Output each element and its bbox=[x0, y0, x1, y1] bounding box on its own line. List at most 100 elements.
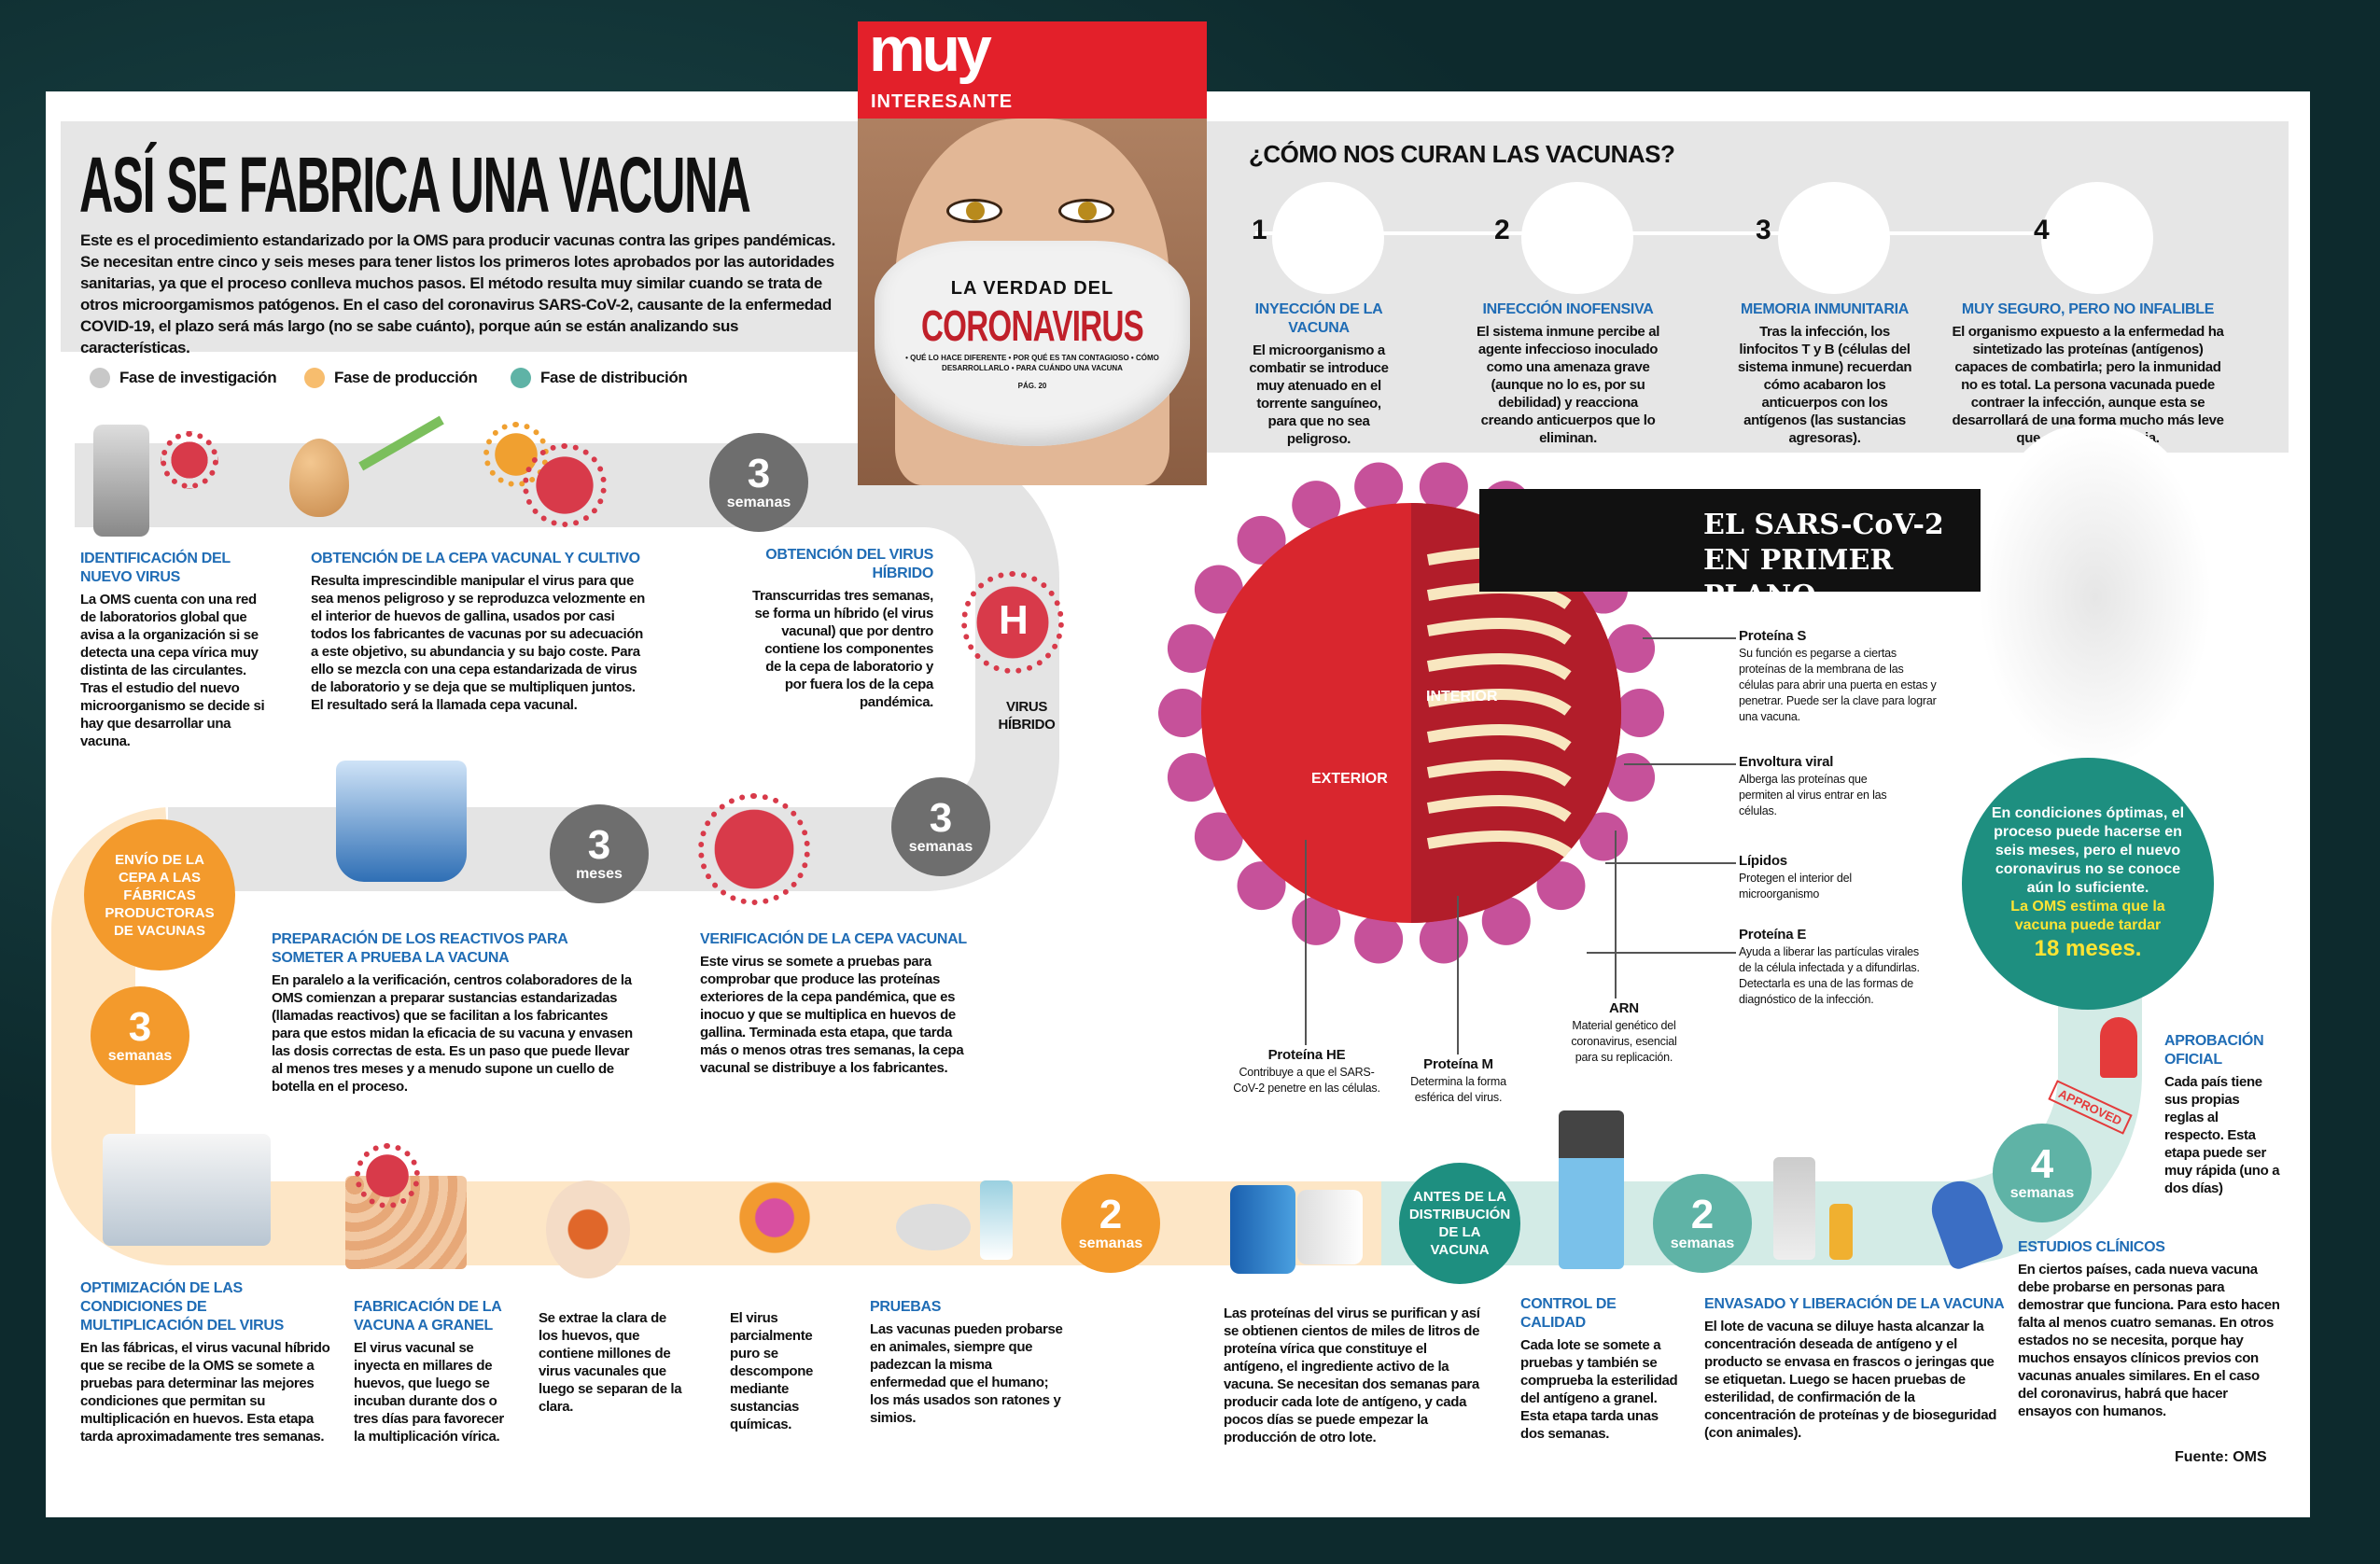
label-title: Envoltura viral bbox=[1739, 754, 1834, 770]
step-text: El lote de vacuna se diluye hasta alcanz… bbox=[1704, 1319, 1997, 1441]
leader-line bbox=[1305, 840, 1307, 1045]
quality-control-icon bbox=[1559, 1110, 1624, 1269]
cover-headline: CORONAVIRUS bbox=[920, 301, 1144, 350]
hybrid-label: VIRUS HÍBRIDO bbox=[989, 698, 1064, 733]
step-title: ENVASADO Y LIBERACIÓN DE LA VACUNA bbox=[1704, 1296, 2005, 1312]
spike-protein bbox=[1167, 753, 1216, 803]
leader-line bbox=[1457, 896, 1459, 1054]
virus-icon bbox=[355, 1143, 420, 1208]
vial-icon bbox=[1829, 1204, 1853, 1260]
face-mask: LA VERDAD DEL CORONAVIRUS • QUÉ LO HACE … bbox=[875, 241, 1190, 446]
mouse-icon bbox=[896, 1204, 971, 1250]
how-heading: ¿CÓMO NOS CURAN LAS VACUNAS? bbox=[1249, 140, 1675, 168]
spike-protein bbox=[1354, 462, 1404, 511]
timeline-callout: En condiciones óptimas, el proceso puede… bbox=[1962, 758, 2214, 1010]
step-title: VERIFICACIÓN DE LA CEPA VACUNAL bbox=[700, 931, 967, 947]
spike-protein bbox=[1194, 565, 1243, 614]
label-proteina-m: Proteína M Determina la forma esférica de… bbox=[1395, 1056, 1521, 1106]
spike-protein bbox=[1167, 623, 1216, 673]
label-title: Proteína M bbox=[1423, 1056, 1493, 1072]
egg-icon bbox=[289, 439, 349, 517]
rna-strand bbox=[1426, 795, 1572, 822]
how-step-number: 3 bbox=[1756, 215, 1771, 245]
brand-logo: muy bbox=[869, 21, 992, 85]
step-title: PREPARACIÓN DE LOS REACTIVOS PARA SOMETE… bbox=[272, 931, 567, 966]
label-text: Alberga las proteínas que permiten al vi… bbox=[1739, 773, 1887, 817]
step-text: En paralelo a la verificación, centros c… bbox=[272, 972, 633, 1095]
virus-icon bbox=[161, 431, 218, 489]
how-step-number: 4 bbox=[2034, 215, 2050, 245]
step-title: PRUEBAS bbox=[870, 1299, 942, 1315]
hybrid-virus-icon bbox=[961, 571, 1064, 674]
virus-cutaway bbox=[1411, 503, 1621, 923]
step-title: OBTENCIÓN DE LA CEPA VACUNAL Y CULTIVO bbox=[311, 551, 640, 566]
callout-text: En condiciones óptimas, el proceso puede… bbox=[1991, 805, 2185, 896]
label-title: Lípidos bbox=[1739, 853, 1787, 869]
legend-distribution: Fase de distribución bbox=[511, 368, 688, 388]
callout-big: 18 meses. bbox=[2034, 936, 2142, 961]
step-text: Cada lote se somete a pruebas y también … bbox=[1520, 1337, 1678, 1442]
exterior-label: EXTERIOR bbox=[1311, 771, 1388, 787]
how-step-title: INFECCIÓN INOFENSIVA bbox=[1482, 301, 1654, 317]
gray-dot-icon bbox=[90, 368, 110, 388]
leader-line bbox=[1643, 637, 1736, 639]
duration-unit: semanas bbox=[1078, 1236, 1143, 1251]
spike-protein bbox=[1419, 462, 1468, 511]
leader-line bbox=[1624, 763, 1736, 765]
rna-strand bbox=[1426, 653, 1572, 680]
step-text: Las proteínas del virus se purifican y a… bbox=[1224, 1306, 1480, 1445]
how-step-illustration bbox=[1521, 182, 1633, 294]
virus-icon bbox=[523, 443, 607, 527]
lab-equipment-icon bbox=[336, 761, 467, 882]
duration-number: 2 bbox=[1690, 1192, 1715, 1237]
duration-number: 3 bbox=[929, 795, 953, 841]
leader-line bbox=[1587, 952, 1736, 954]
label-text: Determina la forma esférica del virus. bbox=[1410, 1075, 1506, 1104]
label-text: Protegen el interior del microorganismo bbox=[1739, 872, 1852, 901]
sars-heading: EL SARS-CoV-2 EN PRIMER PLANO bbox=[1479, 489, 1981, 612]
step-text: Resulta imprescindible manipular el viru… bbox=[311, 573, 645, 713]
duration-unit: meses bbox=[576, 866, 623, 882]
spike-protein bbox=[1536, 861, 1586, 911]
hybrid-label-text: VIRUS HÍBRIDO bbox=[998, 699, 1056, 733]
spike-protein bbox=[1237, 515, 1286, 565]
tank-icon bbox=[1297, 1190, 1363, 1264]
duration-number: 3 bbox=[747, 451, 771, 496]
step-title: FABRICACIÓN DE LA VACUNA A GRANEL bbox=[354, 1299, 501, 1334]
label-title: Proteína HE bbox=[1267, 1047, 1346, 1063]
step-title: APROBACIÓN OFICIAL bbox=[2164, 1033, 2264, 1068]
legend-label: Fase de investigación bbox=[119, 369, 277, 386]
microscope-icon bbox=[93, 425, 149, 537]
spike-protein bbox=[1481, 896, 1531, 945]
how-step-title: MEMORIA INMUNITARIA bbox=[1740, 301, 1910, 317]
step-extraccion: Se extrae la clara de los huevos, que co… bbox=[539, 1309, 688, 1416]
vial-icon bbox=[1773, 1157, 1815, 1260]
eye-icon bbox=[1058, 199, 1114, 223]
how-step-illustration bbox=[2041, 182, 2153, 294]
label-text: Material genético del coronavirus, esenc… bbox=[1571, 1019, 1677, 1064]
legend-production: Fase de producción bbox=[304, 368, 478, 388]
rna-strand bbox=[1426, 689, 1572, 716]
lab-bench-icon bbox=[103, 1134, 271, 1246]
step-title: OBTENCIÓN DEL VIRUS HÍBRIDO bbox=[765, 547, 933, 581]
spike-protein bbox=[1606, 623, 1656, 673]
how-step-text: El sistema inmune percibe al agente infe… bbox=[1476, 324, 1660, 446]
cover-page: PÁG. 20 bbox=[1017, 382, 1047, 390]
duration-unit: semanas bbox=[107, 1048, 173, 1064]
legend-label: Fase de distribución bbox=[540, 369, 688, 386]
source-credit: Fuente: OMS bbox=[2175, 1449, 2267, 1465]
label-title: Proteína E bbox=[1739, 927, 1807, 943]
